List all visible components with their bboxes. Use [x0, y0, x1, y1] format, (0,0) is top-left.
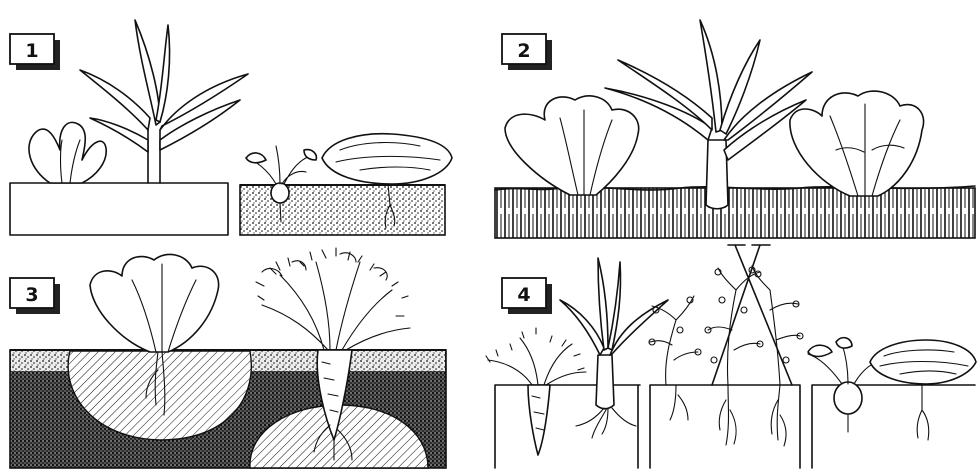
lettuce-illustration — [790, 91, 924, 196]
leek-illustration — [560, 258, 668, 438]
panel-3: 3 — [10, 248, 446, 468]
carrot-illustration — [486, 328, 586, 455]
panel-1: 1 — [10, 20, 452, 235]
panel-number-badge: 2 — [502, 34, 552, 70]
lettuce-illustration — [29, 122, 106, 183]
panel-number: 4 — [517, 284, 530, 306]
panel-number: 1 — [25, 40, 38, 62]
pea-trellis-illustration — [649, 245, 803, 446]
cabbage-illustration — [870, 340, 976, 440]
panel-number-badge: 1 — [10, 34, 60, 70]
panel-number: 3 — [25, 284, 38, 306]
raised-bed — [10, 183, 228, 235]
panel-2: 2 — [495, 20, 975, 238]
panel-number-badge: 3 — [10, 278, 60, 314]
leek-illustration — [605, 20, 812, 209]
panel-number: 2 — [517, 40, 530, 62]
mulch-layer — [495, 188, 975, 238]
lettuce-illustration — [505, 96, 639, 195]
panel-number-badge: 4 — [502, 278, 552, 314]
bed-outline — [495, 385, 975, 468]
panel-4: 4 — [486, 245, 976, 468]
